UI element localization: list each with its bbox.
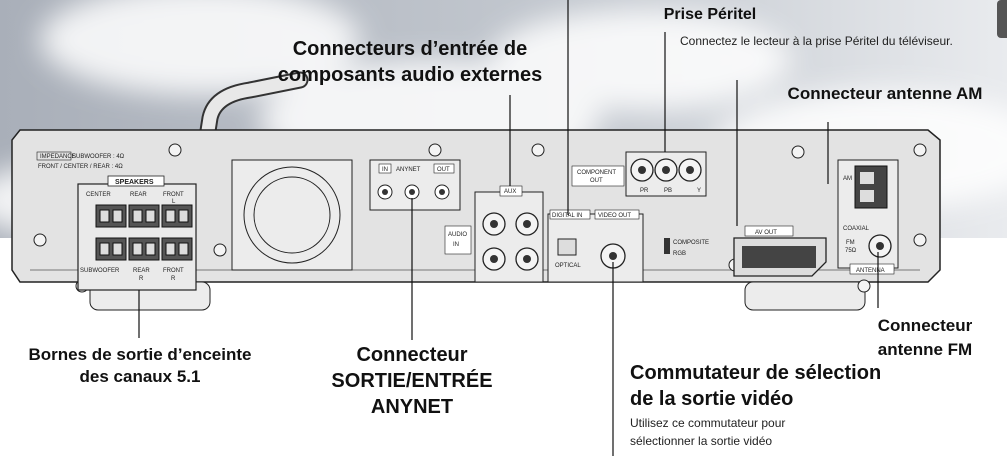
speaker-line2: des canaux 5.1 [79,367,201,386]
video-output-switch: COMPOSITE RGB [664,238,709,257]
digital-in-label: DIGITAL IN [552,213,582,219]
video-switch-desc-line1: Utilisez ce commutateur pour [630,416,786,430]
front-r-label: FRONT [163,268,184,274]
pr-label: PR [640,188,649,194]
impedance-tag: IMPEDANCE [40,154,76,160]
subwoofer-label: SUBWOOFER [80,268,120,274]
leader-lines [138,0,879,456]
anynet-in-label: IN [382,167,388,173]
aux-in-line1: Connecteurs d’entrée de [292,38,528,60]
anynet-jack-panel: IN ANYNET OUT [369,159,461,211]
anynet-label: ANYNET [396,167,421,173]
rear-label: REAR [130,192,147,198]
peritel-description: Connectez le lecteur à la prise Péritel … [680,34,953,48]
peritel-title: Prise Péritel [663,6,757,23]
speaker-line1: Bornes de sortie d’enceinte [28,345,252,364]
anynet-line3: ANYNET [370,396,454,418]
scart-connector: AV OUT [733,225,827,277]
am-antenna-label: Connecteur antenne AM [787,84,983,103]
front-label: FRONT [163,192,184,198]
am-label: AM [843,176,852,182]
optical-label: OPTICAL [555,263,581,269]
coaxial-label: COAXIAL [843,226,870,232]
video-switch-desc-line2: sélectionner la sortie vidéo [630,434,773,448]
center-label: CENTER [86,192,111,198]
rear-r-label: REAR [133,268,150,274]
audio-in-label-1: AUDIO [448,232,467,238]
front-r-letter: R [171,276,176,282]
speakers-label: SPEAKERS [115,179,154,186]
video-out-label: VIDEO OUT [598,213,631,219]
front-l-label: L [172,199,176,205]
audio-in-label-2: IN [453,242,459,248]
rgb-label: RGB [673,251,686,257]
component-out-label-1: COMPONENT [577,170,616,176]
impedance-line1: SUBWOOFER : 4Ω [72,154,125,160]
impedance-line2: FRONT / CENTER / REAR : 4Ω [38,164,123,170]
component-out-panel: COMPONENT OUT PR PB Y [571,151,707,197]
video-switch-line1: Commutateur de sélection [630,362,882,384]
component-out-label-2: OUT [590,178,603,184]
antenna-panel: AM COAXIAL FM 75Ω ANTENNA [837,159,899,275]
antenna-label: ANTENNA [856,268,885,274]
anynet-line2: SORTIE/ENTRÉE [331,370,493,392]
av-out-label: AV OUT [755,230,777,236]
aux-jack-panel: AUX AUDIO IN L R [444,185,544,283]
anynet-line1: Connecteur [356,344,468,366]
fm-antenna-line1: Connecteur [877,316,973,335]
fm-label: FM [846,240,855,246]
rear-r-letter: R [139,276,144,282]
y-label: Y [697,188,701,194]
fm-ohm-label: 75Ω [845,248,857,254]
composite-label: COMPOSITE [673,240,709,246]
side-tab [997,0,1007,38]
fm-antenna-line2: antenne FM [877,340,973,359]
aux-in-line2: composants audio externes [277,64,543,86]
video-switch-line2: de la sortie vidéo [630,388,794,410]
anynet-out-label: OUT [437,167,450,173]
aux-label: AUX [504,189,516,195]
digital-video-panel: DIGITAL IN VIDEO OUT OPTICAL [547,209,644,283]
cooling-fan [231,159,353,271]
pb-label: PB [664,188,672,194]
speaker-terminals: SPEAKERS CENTER REAR FRONT L SUBWOOFER R… [77,175,197,291]
